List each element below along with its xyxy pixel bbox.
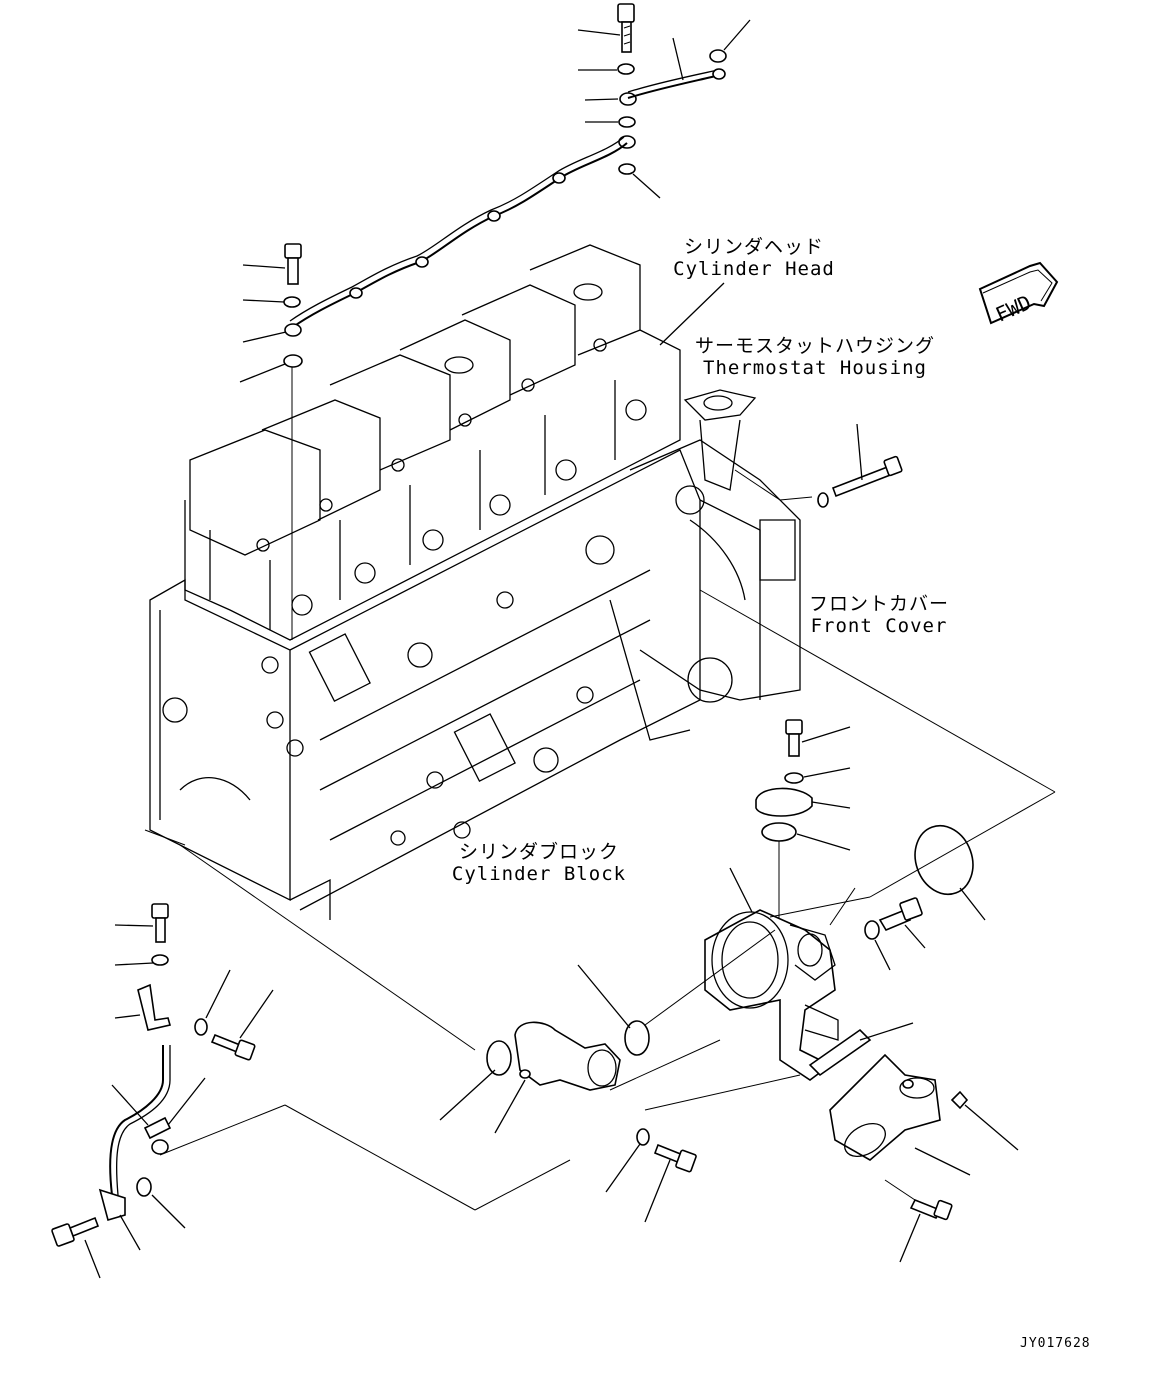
label-cylinder-head-en: Cylinder Head — [673, 258, 835, 280]
fwd-text: FWD — [992, 290, 1035, 327]
gasket-and-elbow — [808, 1022, 971, 1176]
cylinder-head — [184, 244, 681, 641]
label-front-cover-jp: フロントカバー — [808, 593, 949, 615]
label-thermostat-housing: サーモスタットハウジング Thermostat Housing — [690, 335, 940, 379]
housing-side-bolt — [864, 897, 926, 971]
cylinder-block — [144, 449, 701, 920]
left-tube-assembly — [51, 903, 274, 1279]
long-bolt — [817, 423, 903, 508]
label-cylinder-block: シリンダブロック Cylinder Block — [440, 841, 638, 885]
label-thermostat-housing-jp: サーモスタットハウジング — [694, 335, 935, 357]
assembly-reference-lines — [159, 469, 1056, 1211]
label-front-cover: フロントカバー Front Cover — [800, 593, 958, 637]
leader-lines-top — [239, 19, 751, 383]
label-cylinder-block-en: Cylinder Block — [451, 863, 627, 885]
outlet-elbow-pipe — [439, 964, 650, 1134]
cap-bolt-stack — [755, 719, 851, 920]
top-fuel-tube-assembly — [283, 3, 727, 640]
label-cylinder-block-jp: シリンダブロック — [458, 841, 619, 863]
fwd-arrow-icon: FWD — [978, 261, 1059, 327]
drawing-id: JY017628 — [1020, 1336, 1091, 1351]
label-cylinder-head-jp: シリンダヘッド — [683, 236, 824, 258]
pipe-bolt — [605, 1128, 697, 1223]
label-cylinder-head: シリンダヘッド Cylinder Head — [664, 236, 844, 280]
label-front-cover-en: Front Cover — [810, 615, 948, 637]
label-thermostat-housing-en: Thermostat Housing — [703, 357, 927, 379]
thermostat-housing-on-engine — [683, 389, 757, 491]
thermostat-housing — [704, 867, 856, 1081]
elbow-plug-and-bolt — [899, 1090, 1019, 1263]
front-cover — [609, 439, 801, 741]
